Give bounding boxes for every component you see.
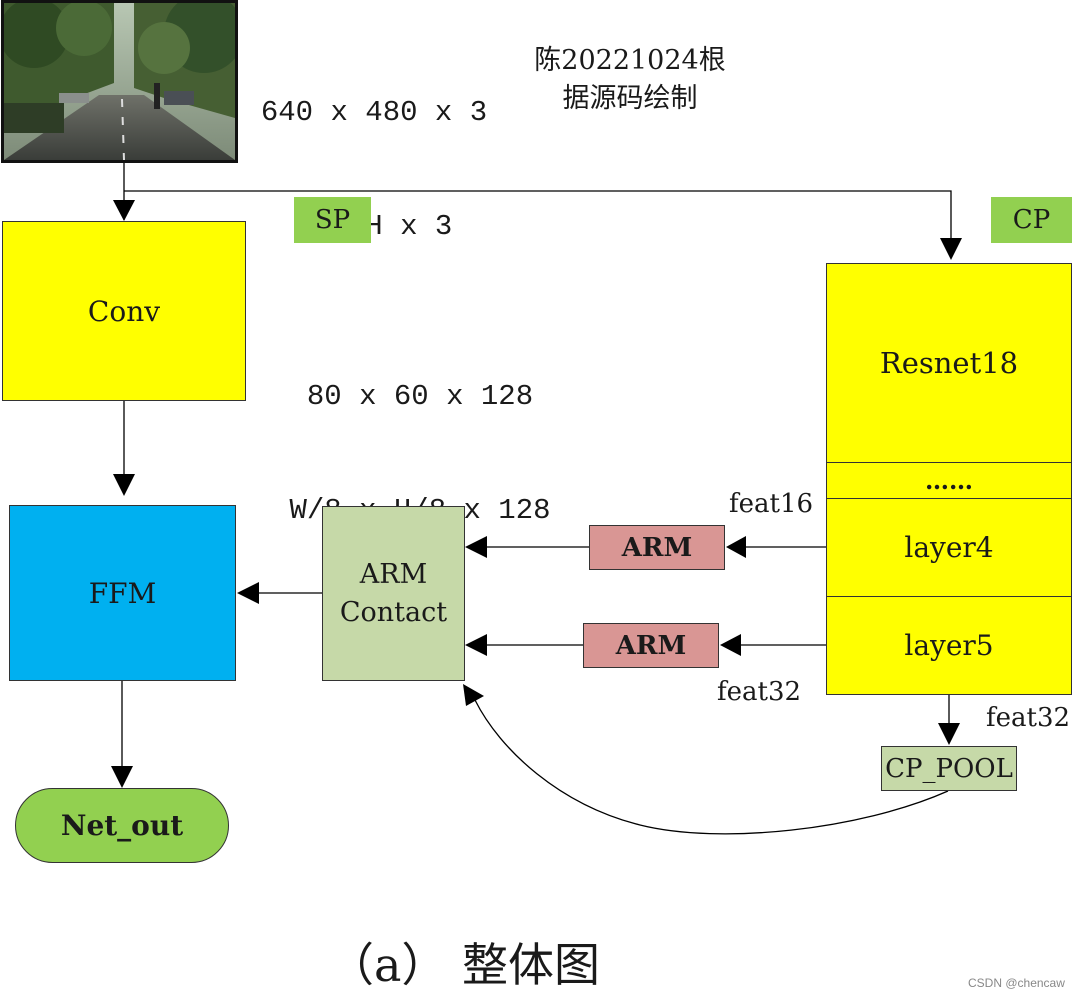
arrowhead-arm-bottom xyxy=(720,634,741,656)
net-out-terminal: Net_out xyxy=(15,788,229,863)
street-scene-photo-icon xyxy=(4,3,235,160)
watermark: CSDN @chencaw xyxy=(968,976,1065,990)
conv-label: Conv xyxy=(87,294,161,328)
arm-top-label: ARM xyxy=(621,532,693,563)
arm-block-top: ARM xyxy=(589,525,725,570)
arm-contact-line2: Contact xyxy=(339,596,448,628)
layer5-section: layer5 xyxy=(827,597,1071,693)
conv-block: Conv xyxy=(2,221,246,401)
feat32-label-right: feat32 xyxy=(986,703,1071,733)
arm-bottom-label: ARM xyxy=(615,630,687,661)
resnet18-label: Resnet18 xyxy=(879,346,1019,380)
input-street-image xyxy=(1,0,238,163)
feat32-label-left: feat32 xyxy=(717,677,802,707)
sp-tag: SP xyxy=(294,197,371,243)
arm-contact-line1: ARM xyxy=(359,558,428,590)
cp-tag: CP xyxy=(991,197,1072,243)
ffm-block: FFM xyxy=(9,505,236,681)
backbone-block: Resnet18 …… layer4 layer5 xyxy=(826,263,1072,695)
arrowhead-netout xyxy=(111,766,133,788)
ffm-label: FFM xyxy=(88,576,157,610)
arrowhead-contact-curve xyxy=(463,684,484,706)
arrowhead-ffm-left xyxy=(237,582,259,604)
arrow-image-to-backbone xyxy=(124,190,952,240)
arrowhead-contact-top xyxy=(465,536,487,558)
input-dims-line1: 640 x 480 x 3 xyxy=(260,96,488,129)
resnet18-section: Resnet18 xyxy=(827,264,1071,463)
arrowhead-conv xyxy=(113,200,135,221)
conv-dims-line1: 80 x 60 x 128 xyxy=(306,380,534,413)
arrowhead-ffm xyxy=(113,474,135,496)
arm-block-bottom: ARM xyxy=(583,623,719,668)
ellipsis-section: …… xyxy=(827,463,1071,499)
arrowhead-backbone xyxy=(940,238,962,260)
layer4-label: layer4 xyxy=(904,531,994,564)
layer5-label: layer5 xyxy=(904,628,994,662)
arm-contact-block: ARM Contact xyxy=(322,506,465,681)
layer4-section: layer4 xyxy=(827,499,1071,597)
figure-caption: （a） 整体图 xyxy=(328,938,601,992)
author-credit-line1: 陈20221024根 xyxy=(534,45,726,76)
arrowhead-contact-bottom xyxy=(465,634,487,656)
cp-pool-block: CP_POOL xyxy=(881,746,1017,791)
author-credit-line2: 据源码绘制 xyxy=(562,83,698,114)
arrow-cppool-to-contact xyxy=(474,699,949,835)
net-out-label: Net_out xyxy=(60,809,184,842)
cp-pool-label: CP_POOL xyxy=(885,753,1013,784)
input-dims-text: 640 x 480 x 3 W x H x 3 xyxy=(260,18,488,284)
ellipsis-label: …… xyxy=(925,466,973,495)
feat16-label: feat16 xyxy=(729,489,814,519)
author-credit: 陈20221024根 据源码绘制 xyxy=(525,42,735,118)
arrowhead-cppool xyxy=(938,723,960,745)
arrowhead-arm-top xyxy=(726,536,746,558)
